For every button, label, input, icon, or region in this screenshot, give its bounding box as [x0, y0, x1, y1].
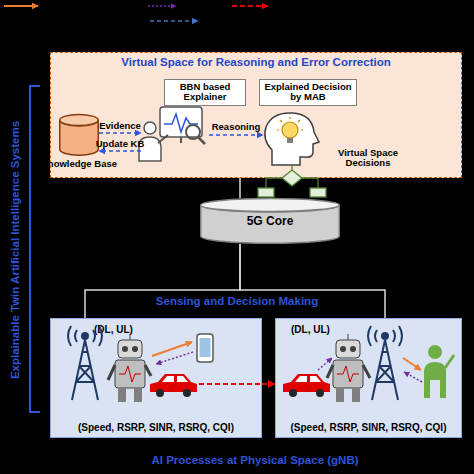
metric-label: (Speed, RSRP, SINR, RSRQ, CQI) [276, 422, 461, 433]
core-cylinder: 5G Core [200, 198, 340, 244]
box-label: Explained Decision by MAB [259, 79, 357, 106]
handover-arrow [262, 383, 275, 385]
decision-box: Explained Decision by MAB [263, 113, 323, 166]
container-box: BBN based ExplainerExplained Decision by… [50, 52, 462, 178]
core-link [239, 178, 241, 198]
explainer-box: BBN based Explainer [141, 106, 209, 163]
side-title: Explainable Twin Artificial Intelligence… [9, 121, 22, 379]
edge-label: Update KB [96, 139, 145, 149]
section-title: Sensing and Decision Making [100, 295, 374, 308]
box-label: 5G Core [200, 215, 340, 228]
bracket [30, 86, 40, 412]
edge-label: Evidence [99, 121, 141, 131]
box-title: Virtual Space for Reasoning and Error Co… [51, 56, 461, 69]
link-label: (DL, UL) [291, 324, 330, 335]
edge-label: Reasoning [212, 122, 261, 132]
database-cylinder: Knowledge Base [59, 114, 99, 156]
box-label: BBN based Explainer [164, 79, 246, 106]
section-title: AI Processes at Physical Space (gNB) [40, 454, 470, 467]
annotation: Virtual Space Decisions [328, 148, 408, 169]
box-label: Knowledge Base [40, 159, 118, 169]
cylinder-outline [59, 114, 99, 156]
metric-label: (Speed, RSRP, SINR, RSRQ, CQI) [51, 422, 261, 433]
legend-fragment [4, 6, 268, 21]
link-label: (DL, UL) [94, 324, 133, 335]
physical-space-box: (DL, UL) (Speed, RSRP, SINR, RSRQ, CQI) [275, 318, 462, 438]
physical-space-box: (DL, UL) (Speed, RSRP, SINR, RSRQ, CQI) [50, 318, 262, 438]
